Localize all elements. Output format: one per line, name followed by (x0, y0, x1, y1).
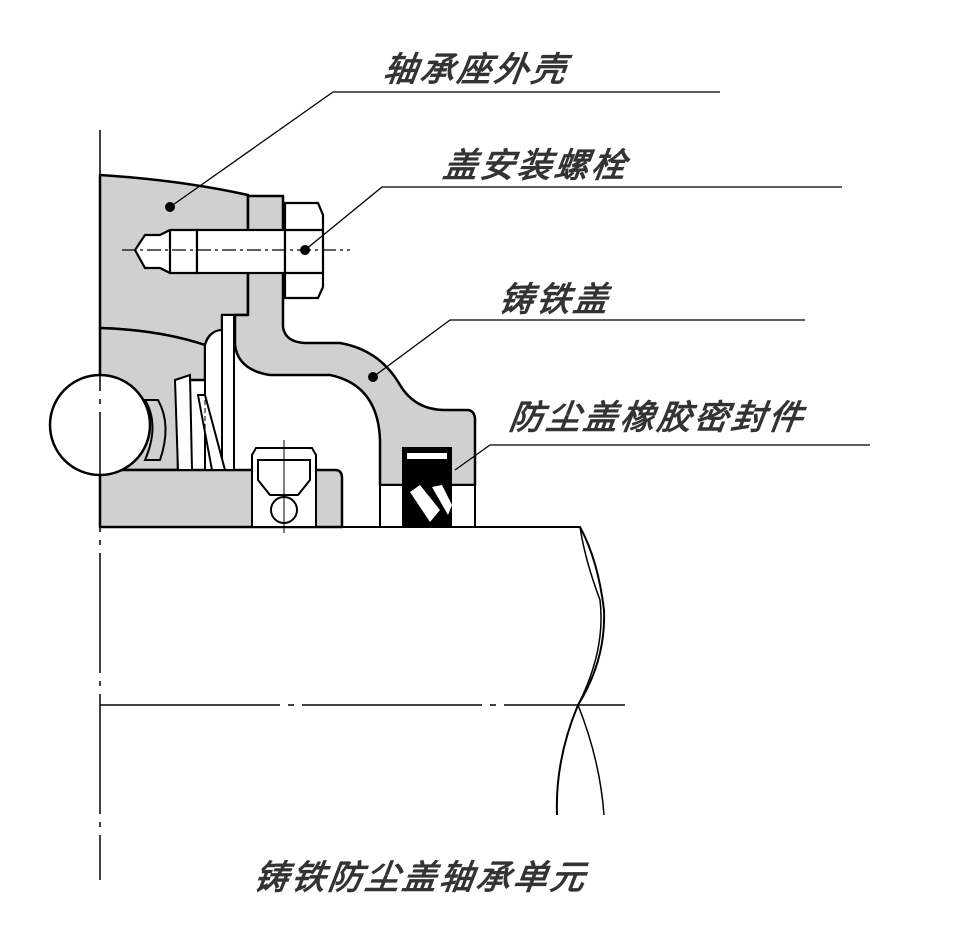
ball-cage (143, 399, 167, 461)
diagram-title: 铸铁防尘盖轴承单元 (251, 858, 591, 898)
leader-dot (300, 245, 310, 255)
leader-dot (368, 372, 378, 382)
label-housing: 轴承座外壳 (380, 50, 572, 90)
cast-iron-cover (233, 194, 477, 487)
leader-dot (165, 202, 175, 212)
leader-lines (169, 91, 870, 471)
rubber-seal (379, 447, 476, 528)
label-seal: 防尘盖橡胶密封件 (506, 398, 809, 438)
label-cover: 铸铁盖 (496, 280, 614, 320)
shaft-outline (100, 526, 606, 816)
shaft-break (577, 526, 605, 816)
slinger (173, 314, 235, 471)
label-bolt: 盖安装螺栓 (440, 146, 632, 186)
